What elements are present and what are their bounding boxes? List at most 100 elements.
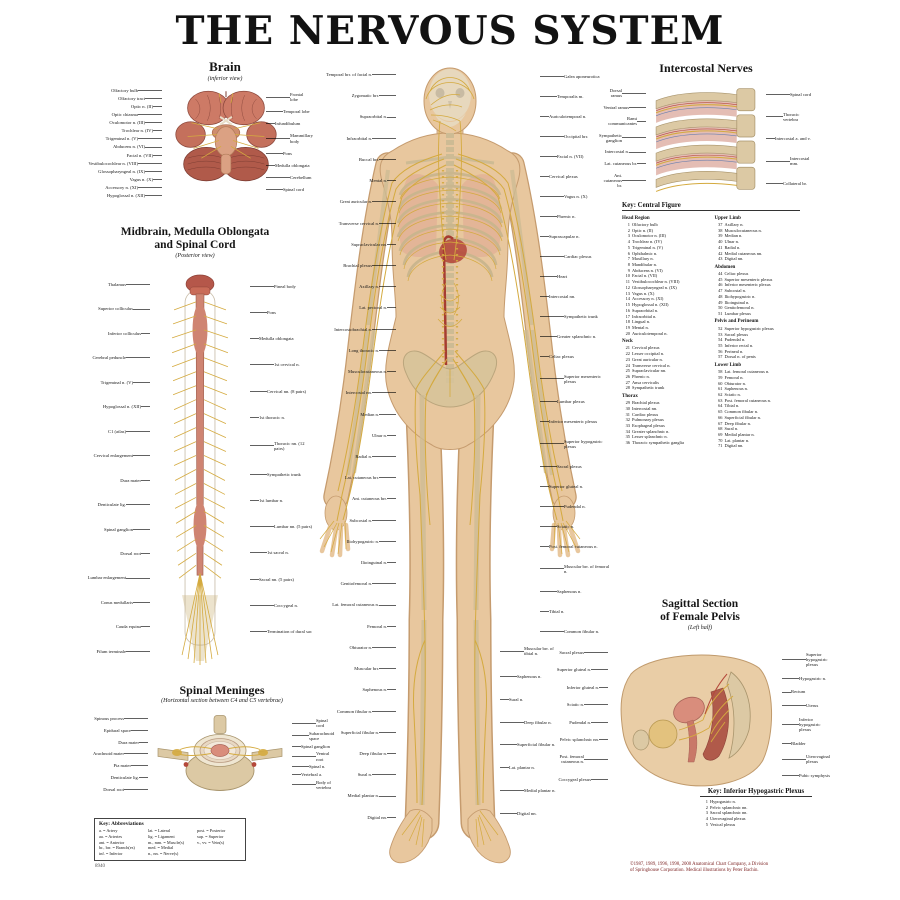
label-row: Spinous process [58,716,148,721]
label-text: Saphenous n. [517,673,542,679]
label-row: Pudendal n. [552,720,608,725]
spinous-process [213,715,227,734]
key-label: Axillary n. [724,222,744,227]
label-text: Intercostal nn. [345,390,372,396]
leader-line [500,676,517,678]
label-text: Arachnoid mater [93,751,124,757]
leader-line [379,349,396,351]
key-number: 4 [627,239,630,245]
label-row: Auriculotemporal n. [540,114,610,119]
leader-line [250,578,259,580]
leader-line [540,215,557,217]
label-row: Superficial fibular n. [312,730,396,735]
label-text: Cervical plexus [549,173,578,179]
label-text: Pudendal n. [564,503,586,509]
leader-line [372,519,396,521]
figure-labels-right-lower: Muscular brr. of tibial n.Saphenous n.Su… [500,646,562,816]
key-label: Esophageal plexus [632,423,665,428]
key-label: Medial cutaneous nn. [724,250,763,256]
key-subheading: Neck [622,338,633,344]
key-number: 22 [625,351,630,357]
label-text: Inferior mesenteric plexus [549,418,598,424]
leg-bones [419,394,481,806]
label-row: Medulla oblongata [250,336,312,341]
key-label: Optic n. (II) [632,227,654,233]
label-row: Ilioinguinal n. [312,560,396,565]
sympathetic-trunks [441,170,459,363]
leader-line [379,286,396,288]
key-label: Inferior rectal n. [724,342,754,348]
leader-line [782,774,799,776]
vertebral-artery-right [251,762,257,767]
leader-line [138,90,162,92]
key-label: Deep fibular n. [724,420,751,426]
key-number: 54 [718,337,723,343]
label-text: Common fibular n. [564,628,600,634]
label-row: Sural n. [312,772,396,777]
leader-line [782,758,806,760]
leader-line [540,630,564,632]
key-label: Lesser splanchnic n. [632,434,668,440]
key-label: Subcostal n. [724,288,746,294]
key-number: 29 [625,400,630,406]
key-subheading: Abdomen [714,264,736,270]
abbreviation-entry: a. = Artery [99,828,118,833]
leader-line [540,255,564,257]
key-label: Cervical plexus [632,345,660,351]
cranial-nerves [187,93,265,159]
midbrain-section-heading: Midbrain, Medulla Oblongata and Spinal C… [100,226,290,259]
label-text: Sympathetic trunk [267,472,301,478]
leader-line [591,669,608,671]
key-number: 28 [625,385,630,391]
leader-line [250,526,274,528]
key-label: Maxillary n. [632,256,654,262]
leader-line [540,155,557,157]
key-label: Obturator n. [724,380,746,386]
key-number: 12 [625,284,630,290]
arm-nerves-right [453,153,564,522]
label-row: Trigeminal n. (V) [82,136,162,141]
leader-line [782,691,791,693]
label-text: Inferior gluteal n. [566,684,599,690]
leader-line [782,705,806,707]
label-text: Inferior colliculus [107,330,141,336]
key-number: 16 [625,307,630,313]
leader-line [500,744,517,746]
label-row: Spinal cord [766,92,814,97]
label-text: Femoral n. [367,623,387,629]
key-label: Supraorbital n. [632,307,659,313]
label-row: Sacral nn. (5 pairs) [250,577,312,582]
label-row: Digital nn. [312,815,396,820]
label-row: Cervical plexus [540,174,610,179]
leader-line [266,164,275,166]
label-row: Dorsal root [56,551,150,556]
leader-line [292,784,316,786]
label-text: Sciatic n. [557,523,575,529]
label-row: Post. femoral cutaneous n. [540,544,610,549]
key-label: Transverse cervical n. [632,362,671,368]
leader-line [379,668,396,670]
leader-line [126,284,150,286]
label-row: Muscular brr. of femoral n. [540,564,610,574]
